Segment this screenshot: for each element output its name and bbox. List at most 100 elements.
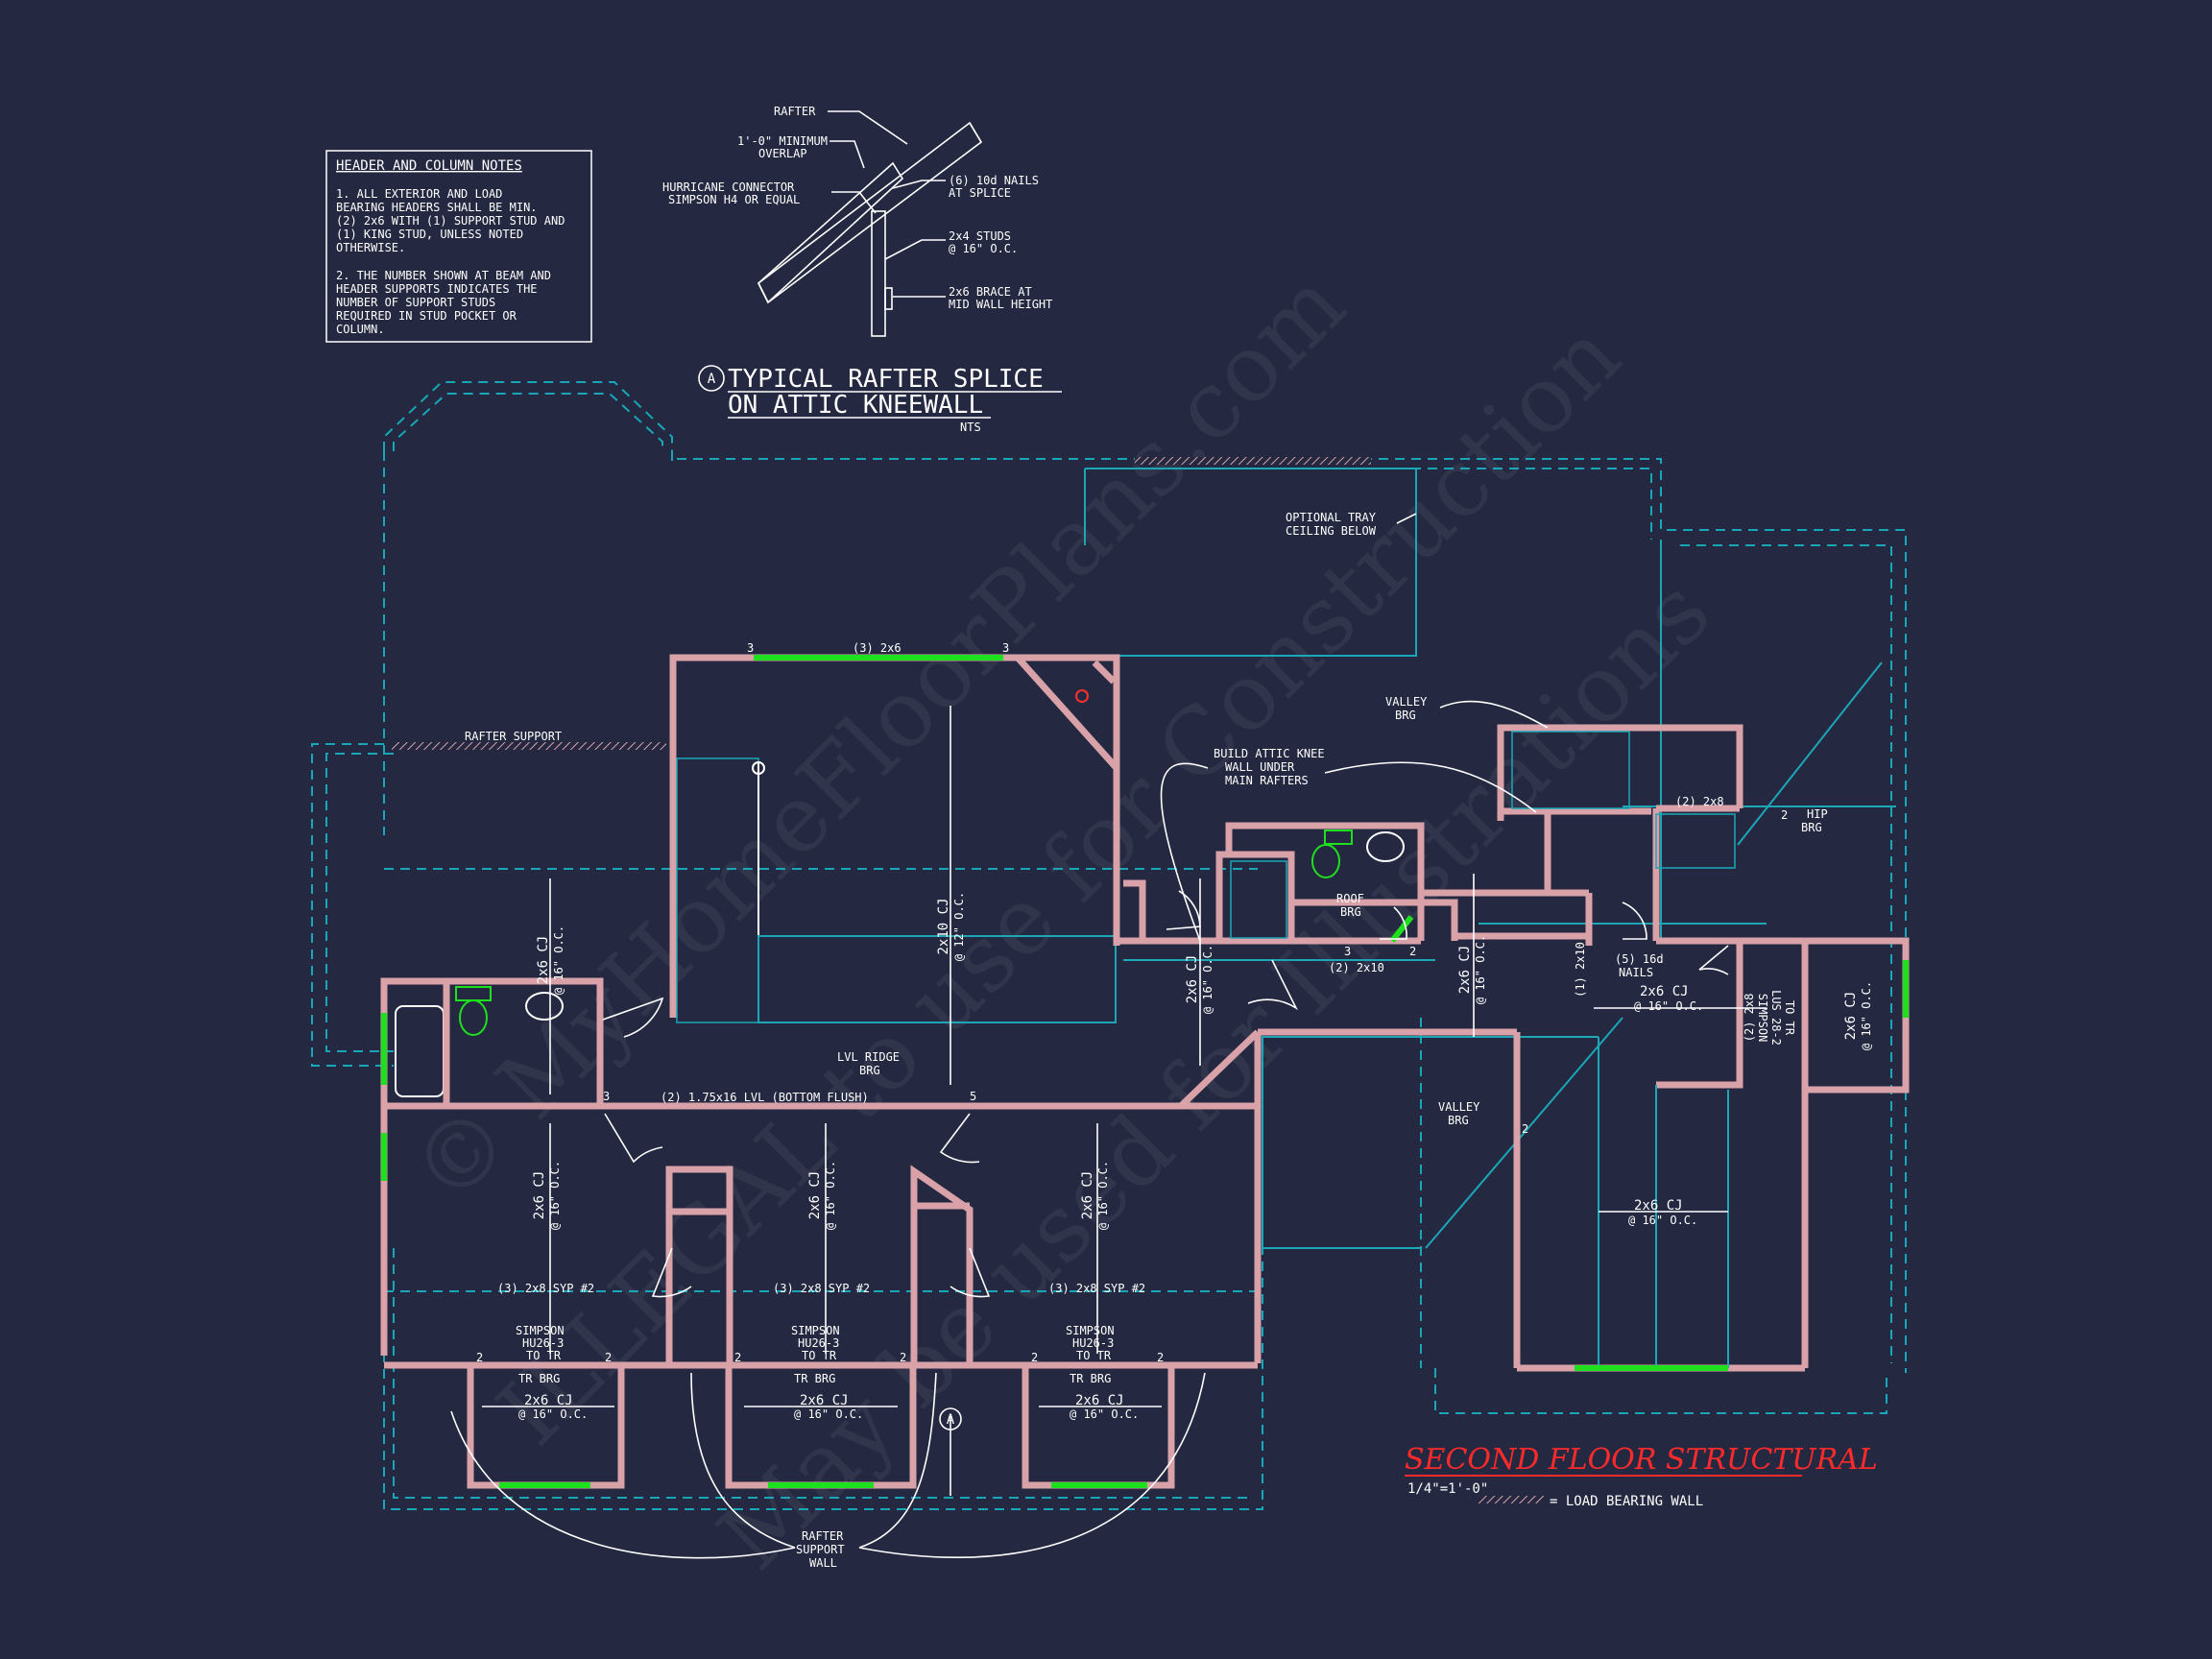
detail-marker: A <box>708 372 716 387</box>
label-optional-1: OPTIONAL TRAY <box>1286 511 1377 524</box>
label-cj-bed2-16: @ 16" O.C. <box>824 1161 837 1230</box>
label-valley-top-1: VALLEY <box>1385 695 1428 709</box>
label-cj-bay1-16: @ 16" O.C. <box>518 1407 588 1421</box>
label-trbrg-1: TR BRG <box>518 1372 560 1385</box>
label-syp-3: (3) 2x8 SYP #2 <box>1048 1282 1145 1295</box>
notes-title: HEADER AND COLUMN NOTES <box>336 158 522 174</box>
label-cj-suite-top: 2x6 CJ <box>1640 984 1689 999</box>
label-2x10: (2) 2x10 <box>1329 961 1384 974</box>
roof-outlines <box>311 381 1907 1510</box>
detail-nails-1: (6) 10d NAILS <box>949 174 1039 187</box>
notes-line-10: REQUIRED IN STUD POCKET OR <box>336 309 517 323</box>
label-cj-bay2-16: @ 16" O.C. <box>794 1407 863 1421</box>
num-3-roof: 3 <box>1344 945 1351 958</box>
label-cj-left: 2x6 CJ <box>536 936 551 985</box>
label-cj-bay3: 2x6 CJ <box>1075 1393 1124 1408</box>
shower <box>1230 860 1287 939</box>
num-2-roof: 2 <box>1409 945 1416 958</box>
detail-studs-2: @ 16" O.C. <box>949 242 1018 255</box>
title-block: SECOND FLOOR STRUCTURAL 1/4"=1'-0" = LOA… <box>1405 1443 1878 1509</box>
detail-scale: NTS <box>960 421 981 434</box>
label-simpson-3b: HU26-3 <box>1072 1336 1114 1350</box>
label-cj-suite-main: 2x6 CJ <box>1634 1198 1683 1214</box>
stud <box>871 210 886 337</box>
label-trbrg-2: TR BRG <box>794 1372 835 1385</box>
notes-line-8: HEADER SUPPORTS INDICATES THE <box>336 282 538 296</box>
label-lvl-2: BRG <box>859 1064 880 1077</box>
detail-brace-2: MID WALL HEIGHT <box>949 298 1052 311</box>
detail-title-2: ON ATTIC KNEEWALL <box>728 391 983 420</box>
label-cj-bed1: 2x6 CJ <box>532 1171 547 1220</box>
detail-studs-1: 2x4 STUDS <box>949 229 1011 243</box>
num-2-bed2a: 2 <box>734 1351 741 1364</box>
label-syp-2: (3) 2x8 SYP #2 <box>773 1282 870 1295</box>
notes-line-3: (2) 2x6 WITH (1) SUPPORT STUD AND <box>336 214 565 228</box>
label-rafter-support-top: RAFTER SUPPORT <box>465 730 562 743</box>
label-cj-hall: 2x6 CJ <box>1185 955 1200 1004</box>
num-2-bed2b: 2 <box>900 1351 906 1364</box>
watermark: © MyHomeFloorPlans.com ILLEGAL to use fo… <box>391 251 1730 1590</box>
toilet-left <box>459 999 488 1036</box>
label-simpson-1a: SIMPSON <box>516 1324 565 1337</box>
label-valley-low-2: BRG <box>1448 1114 1469 1127</box>
label-cj-bath-16: @ 16" O.C. <box>1474 935 1487 1004</box>
label-cj-suite-main-16: @ 16" O.C. <box>1628 1214 1697 1227</box>
label-nails16-2: NAILS <box>1619 966 1653 979</box>
notes-line-4: (1) KING STUD, UNLESS NOTED <box>336 228 523 241</box>
section-a-marker: A <box>947 1412 955 1428</box>
label-cj-suite-right-16: @ 16" O.C. <box>1860 981 1873 1050</box>
label-lvl-beam: (2) 1.75x16 LVL (BOTTOM FLUSH) <box>661 1091 869 1104</box>
num-3-lvl: 3 <box>603 1090 610 1103</box>
label-cj-bath: 2x6 CJ <box>1457 946 1473 995</box>
label-2x8: (2) 2x8 <box>1675 795 1724 808</box>
load-bearing-rafter-support <box>392 742 666 750</box>
label-simpson-3c: TO TR <box>1076 1349 1112 1362</box>
mid-brace <box>884 287 893 310</box>
label-cj-bed3-16: @ 16" O.C. <box>1096 1161 1110 1230</box>
label-2x8-vertical: (2) 2x8 <box>1743 994 1756 1043</box>
label-cj-hall-16: @ 16" O.C. <box>1201 945 1214 1014</box>
detail-brace-1: 2x6 BRACE AT <box>949 285 1032 299</box>
num-2-bed1b: 2 <box>605 1351 612 1364</box>
label-cj-2x10: 2x10 CJ <box>936 898 951 954</box>
notes-line-9: NUMBER OF SUPPORT STUDS <box>336 296 495 309</box>
wall-right-stair <box>1497 724 1743 821</box>
label-syp-1: (3) 2x8 SYP #2 <box>497 1282 594 1295</box>
notes-line-7: 2. THE NUMBER SHOWN AT BEAM AND <box>336 269 551 282</box>
notes-line-11: COLUMN. <box>336 323 385 336</box>
bathtub <box>395 1005 445 1097</box>
label-cj-suite-top-16: @ 16" O.C. <box>1634 999 1703 1013</box>
label-optional-2: CEILING BELOW <box>1286 524 1377 538</box>
notes-line-2: BEARING HEADERS SHALL BE MIN. <box>336 201 538 214</box>
num-2-bed3a: 2 <box>1031 1351 1038 1364</box>
dimension-lines: A <box>482 706 1767 1496</box>
label-simpson-2a: SIMPSON <box>791 1324 840 1337</box>
label-lus-2: LUS 28-2 <box>1769 990 1783 1046</box>
load-bearing-top <box>1135 457 1371 465</box>
label-1-2x10: (1) 2x10 <box>1574 942 1587 998</box>
sink-left <box>525 992 564 1021</box>
num-5-lvl: 5 <box>970 1090 976 1103</box>
label-rafter-wall-2: SUPPORT <box>796 1543 845 1556</box>
label-valley-top-2: BRG <box>1395 709 1416 722</box>
windows <box>381 655 1909 1488</box>
label-cj-bay2: 2x6 CJ <box>800 1393 849 1408</box>
detail-hurricane-1: HURRICANE CONNECTOR <box>662 180 795 194</box>
label-lvl-1: LVL RIDGE <box>837 1050 900 1064</box>
label-roof-1: ROOF <box>1336 892 1364 905</box>
notes-frame <box>325 150 592 343</box>
num-2-valley: 2 <box>1522 1122 1528 1136</box>
stair-right <box>1511 731 1736 869</box>
detail-hurricane-2: SIMPSON H4 OR EQUAL <box>668 193 800 206</box>
label-roof-2: BRG <box>1340 905 1361 919</box>
detail-nails-2: AT SPLICE <box>949 186 1011 200</box>
label-rafter-wall-3: WALL <box>809 1556 837 1570</box>
label-simpson-1c: TO TR <box>526 1349 562 1362</box>
detail-overlap-1: 1'-0" MINIMUM <box>737 134 828 148</box>
num-2-bed3b: 2 <box>1157 1351 1164 1364</box>
sheet-scale: 1/4"=1'-0" <box>1407 1481 1488 1497</box>
legend-text: = LOAD BEARING WALL <box>1550 1494 1703 1509</box>
label-simpson-3a: SIMPSON <box>1066 1324 1115 1337</box>
